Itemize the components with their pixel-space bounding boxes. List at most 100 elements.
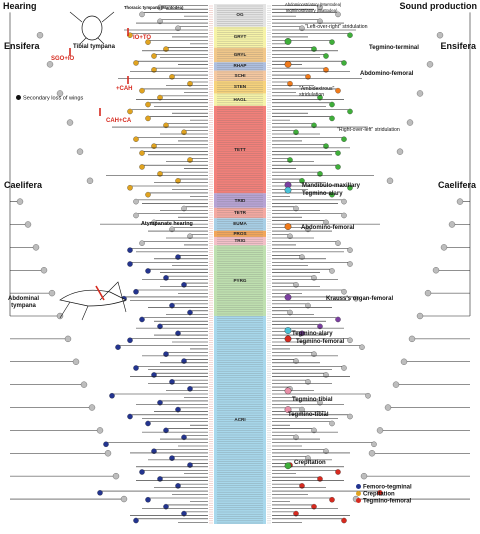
ancestral-node bbox=[181, 282, 187, 288]
family-label-trig: TRIG bbox=[234, 238, 246, 244]
ancestral-node bbox=[163, 275, 169, 281]
special-event-node bbox=[284, 387, 292, 395]
family-band-pros bbox=[214, 230, 266, 237]
ancestral-node bbox=[157, 94, 163, 101]
backbone-node bbox=[76, 148, 84, 155]
ancestral-node bbox=[181, 510, 187, 517]
backbone-node bbox=[24, 221, 32, 228]
ancestral-node bbox=[305, 379, 311, 385]
backbone-node bbox=[16, 198, 24, 205]
ancestral-node bbox=[335, 469, 341, 475]
ancestral-node bbox=[139, 316, 145, 323]
io-to-label: IO+TO bbox=[133, 35, 152, 41]
ancestral-node bbox=[347, 261, 353, 267]
secondary-loss-legend: Secondary loss of wings bbox=[16, 95, 83, 102]
caelifera-right-label: Caelifera bbox=[437, 180, 476, 190]
ancestral-node bbox=[335, 150, 341, 156]
special-event-node bbox=[284, 406, 292, 413]
ancestral-node bbox=[341, 136, 347, 142]
ancestral-node bbox=[157, 171, 163, 177]
ancestral-node bbox=[317, 171, 323, 177]
ancestral-node bbox=[157, 18, 163, 25]
backbone-node bbox=[386, 177, 394, 184]
grasshopper-legs-icon bbox=[59, 281, 127, 321]
ancestral-node bbox=[139, 150, 145, 156]
family-label-sten: STEN bbox=[233, 84, 247, 90]
legend-crepitation: Crepitation bbox=[356, 491, 395, 498]
secondary-loss-text: Secondary loss of wings bbox=[23, 95, 84, 102]
ancestral-node bbox=[299, 178, 305, 184]
mandibulo-maxillary-label: Mandibulo-maxillary bbox=[302, 183, 361, 189]
legend-tegmino-femoral-text: Tegmino-femoral bbox=[363, 498, 412, 505]
ancestral-node bbox=[163, 122, 169, 129]
backbone-node bbox=[376, 427, 384, 434]
krauss-organ-femoral-label: Krauss's organ-femoral bbox=[326, 296, 394, 302]
ancestral-node bbox=[347, 32, 353, 38]
special-event-node bbox=[284, 38, 292, 45]
tegminostriatory-label: Tegminostriatory (Blattodea) bbox=[285, 8, 338, 13]
atympanate-hearing-label: Atympanate hearing bbox=[141, 221, 193, 227]
backbone-node bbox=[424, 289, 432, 297]
ancestral-node bbox=[305, 455, 311, 461]
ancestral-node bbox=[181, 205, 187, 212]
black-dot-icon bbox=[16, 95, 21, 100]
ancestral-node bbox=[329, 115, 335, 122]
ambidextrous-label: "Ambidextrous" stridulation bbox=[299, 86, 335, 99]
ancestral-node bbox=[97, 490, 103, 496]
ancestral-node bbox=[323, 143, 329, 149]
abdomino-femoral-label-1: Abdomino-femoral bbox=[360, 71, 414, 77]
ancestral-node bbox=[145, 115, 151, 122]
backbone-node bbox=[96, 427, 104, 434]
ancestral-node bbox=[287, 157, 293, 163]
sgo-io-label: SGO+IO bbox=[51, 56, 75, 62]
grasshopper-icon bbox=[59, 289, 127, 307]
ancestral-node bbox=[287, 309, 293, 316]
backbone-node bbox=[72, 358, 80, 365]
ancestral-node bbox=[187, 309, 193, 316]
ancestral-node bbox=[139, 240, 145, 246]
ancestral-node bbox=[109, 392, 115, 399]
ancestral-node bbox=[157, 399, 163, 406]
ancestral-node bbox=[127, 337, 133, 344]
ancestral-node bbox=[151, 448, 157, 454]
ancestral-node bbox=[365, 392, 371, 399]
ancestral-node bbox=[103, 441, 109, 448]
ancestral-node bbox=[341, 198, 347, 205]
backbone-node bbox=[436, 32, 444, 39]
yellow-dot-icon bbox=[356, 491, 361, 496]
tegmino-alary-label-1: Tegmino-alary bbox=[302, 191, 343, 197]
ancestral-node bbox=[323, 53, 329, 59]
ancestral-node bbox=[311, 275, 317, 281]
family-label-tetr: TETR bbox=[234, 210, 246, 216]
family-label-gryt: GRYT bbox=[233, 34, 247, 40]
ancestral-node bbox=[133, 136, 139, 142]
abdominostriatory-label: Abdominostriatory (Mantodea) bbox=[285, 2, 342, 7]
ancestral-node bbox=[151, 372, 157, 378]
ancestral-node bbox=[133, 288, 139, 295]
ancestral-node bbox=[127, 413, 133, 420]
ancestral-node bbox=[359, 344, 365, 350]
abdomino-femoral-label-2: Abdomino-femoral bbox=[301, 225, 355, 231]
special-event-node bbox=[284, 335, 292, 343]
ancestral-node bbox=[145, 496, 151, 503]
ancestral-node bbox=[169, 74, 175, 80]
ancestral-node bbox=[323, 67, 329, 73]
tegmino-alary-label-2: Tegmino-alary bbox=[292, 331, 333, 337]
backbone-node bbox=[360, 473, 368, 480]
ancestral-node bbox=[347, 247, 353, 253]
ancestral-node bbox=[175, 178, 181, 184]
special-event-node bbox=[284, 223, 292, 230]
family-label-tett: TETT bbox=[234, 146, 246, 152]
ancestral-node bbox=[305, 226, 311, 233]
ancestral-node bbox=[151, 53, 157, 59]
ancestral-node bbox=[347, 108, 353, 115]
special-event-node bbox=[284, 186, 292, 194]
backbone-node bbox=[416, 312, 424, 320]
backbone-node bbox=[56, 90, 64, 97]
ancestral-node bbox=[169, 302, 175, 309]
ancestral-node bbox=[329, 191, 335, 198]
tegmino-terminal-label: Tegmino-terminal bbox=[369, 45, 419, 51]
ancestral-node bbox=[335, 240, 341, 246]
